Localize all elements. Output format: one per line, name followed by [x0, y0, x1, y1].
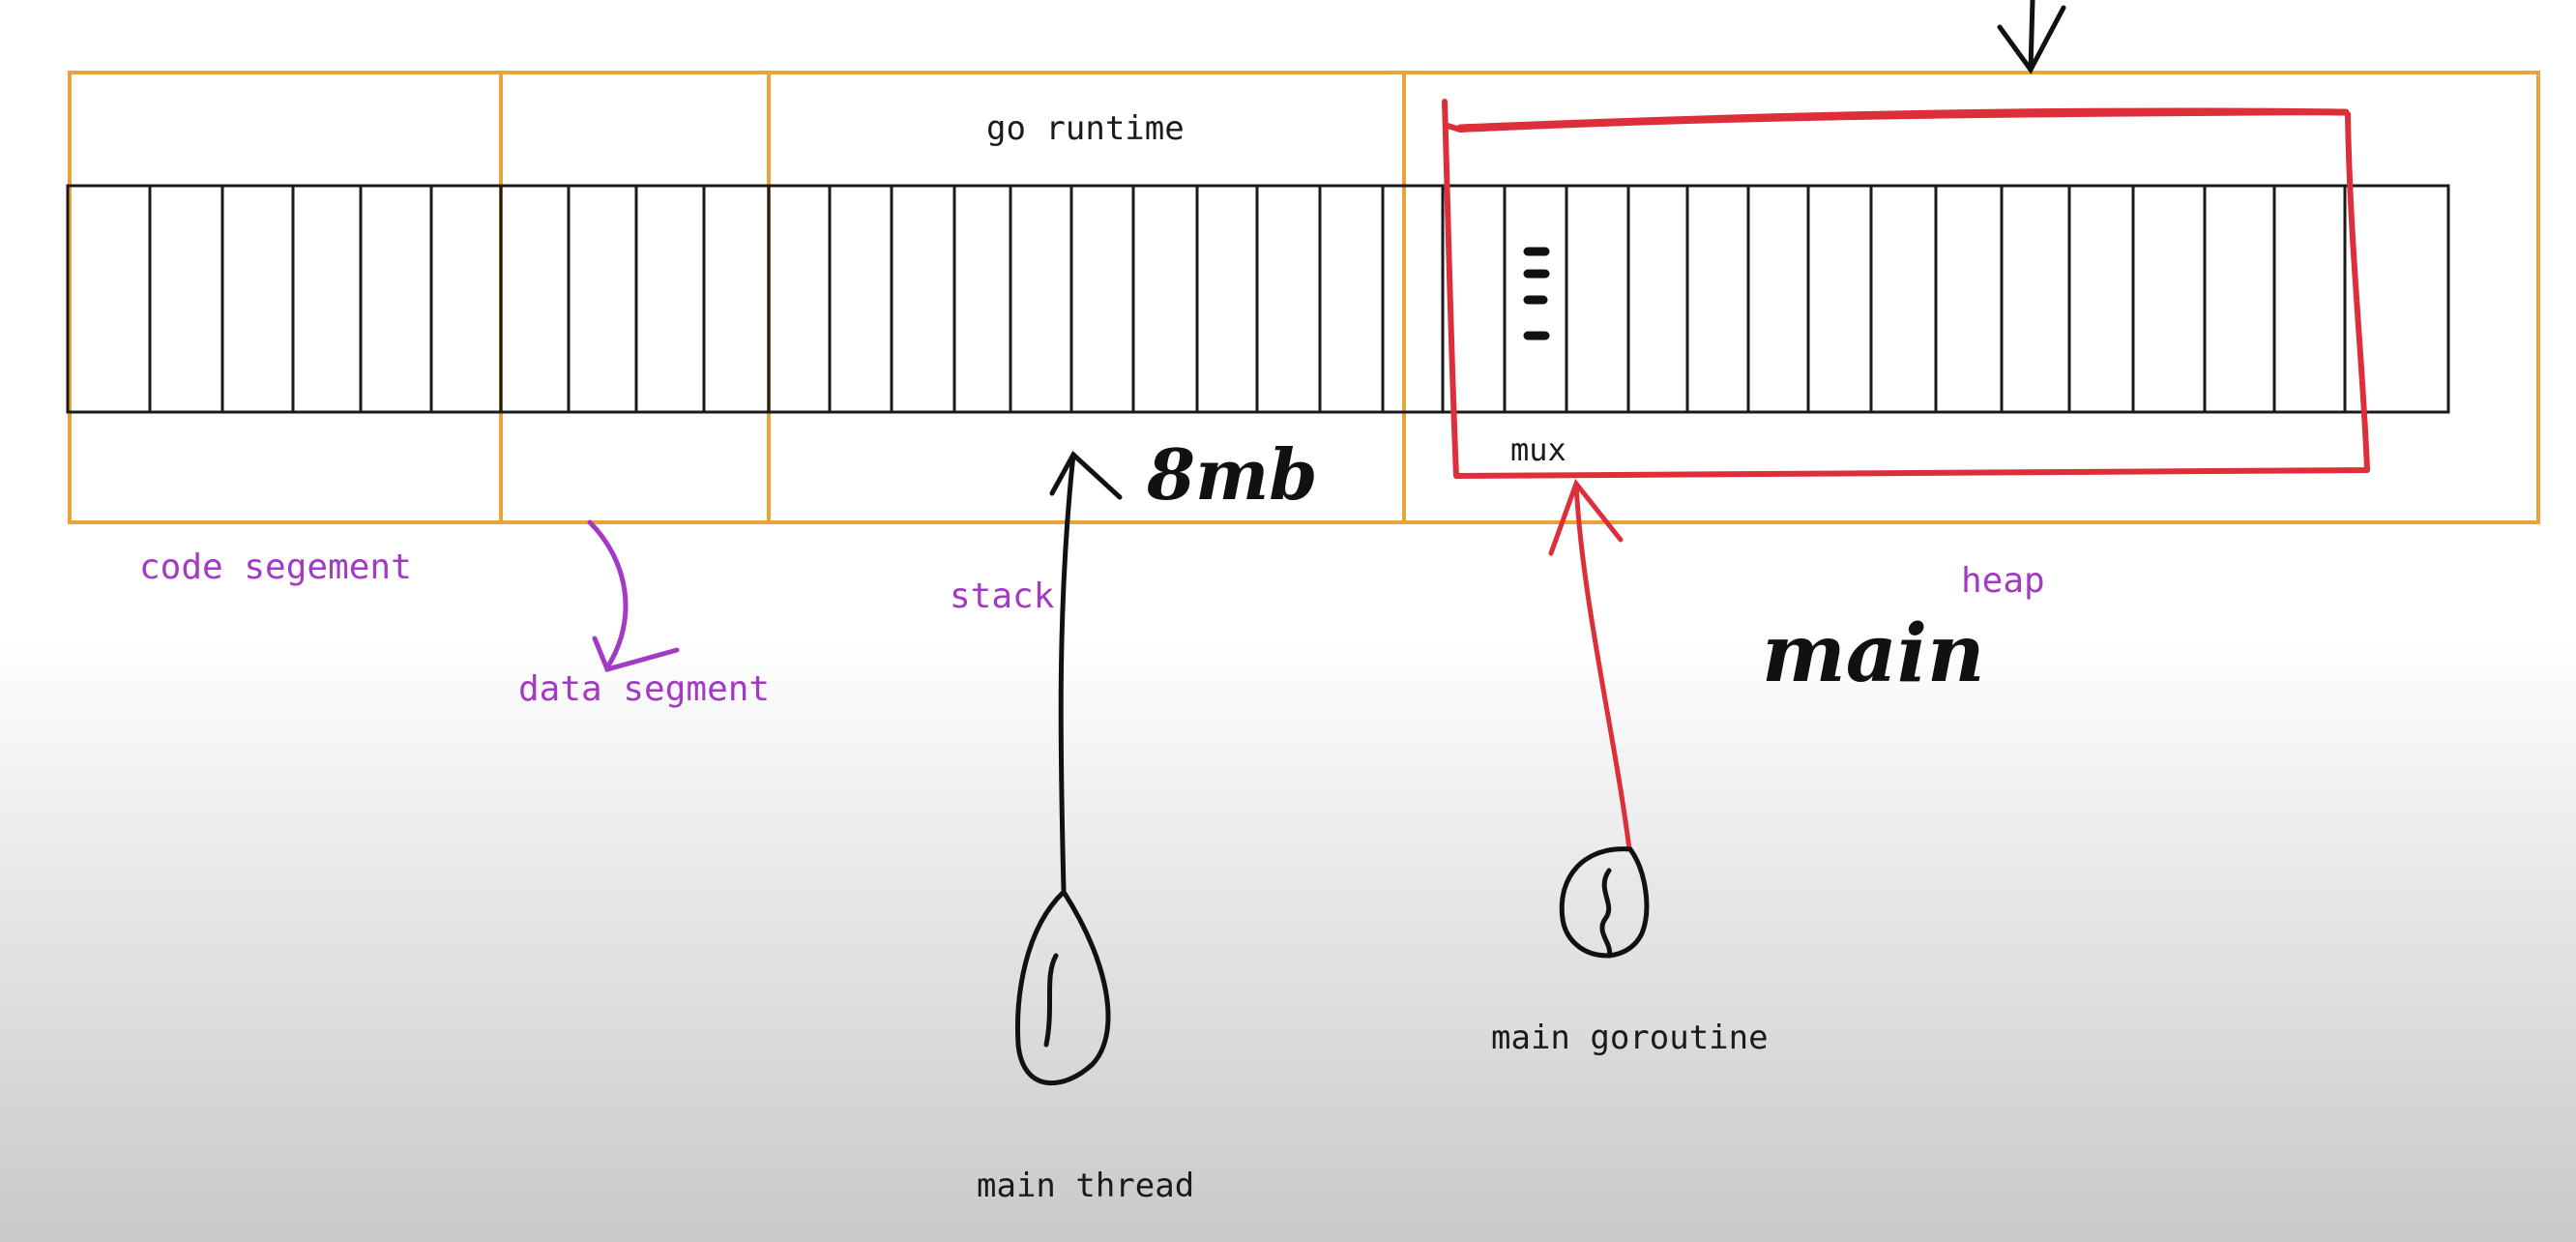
main-thread-label: main thread	[977, 1167, 1195, 1205]
heap-pointer-arrow	[1997, 0, 2066, 74]
heap-highlight-box-edge	[1456, 107, 2350, 132]
main-scrawl: main	[1762, 607, 1985, 700]
main-goroutine-label: main goroutine	[1491, 1019, 1769, 1057]
main-thread-arrow	[1049, 451, 1123, 893]
mux-label: mux	[1510, 431, 1566, 468]
heap-label: heap	[1961, 561, 2045, 601]
go-runtime-label: go runtime	[986, 109, 1185, 148]
heap-highlight-box	[1442, 99, 2370, 479]
memory-cell-dividers	[148, 186, 2347, 412]
stack-size-scrawl: 8mb	[1147, 433, 1318, 516]
main-goroutine-blob-icon	[1559, 846, 1650, 959]
data-segment-label: data segment	[518, 669, 771, 709]
stack-label: stack	[950, 577, 1055, 616]
main-thread-drop-icon	[1015, 888, 1111, 1086]
data-segment-arrow	[587, 519, 680, 673]
code-segment-box	[68, 71, 503, 524]
main-goroutine-arrow	[1548, 478, 1632, 852]
code-segment-label: code segement	[139, 547, 412, 587]
heap-box	[1402, 71, 2540, 524]
mux-marks	[1523, 247, 1550, 340]
segment-boxes	[68, 71, 2540, 524]
